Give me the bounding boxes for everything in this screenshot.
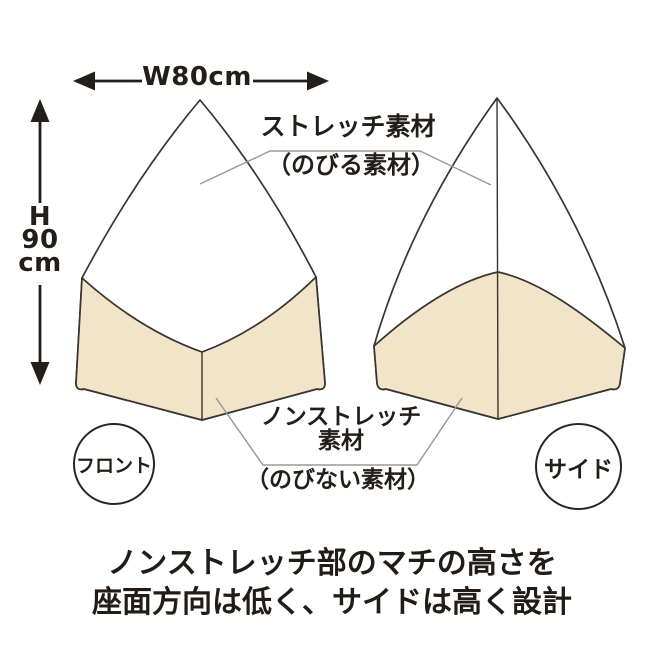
height-arrowhead-bottom-icon [30,362,50,385]
nonstretch-material-label: ノンストレッチ 素材 [260,404,422,454]
width-dimension-label: W80cm [142,62,252,92]
stretch-material-label: ストレッチ素材 [260,112,436,141]
front-view-shape [75,99,326,421]
height-dimension-arrow [30,99,50,385]
height-arrowhead-top-icon [30,99,50,122]
side-view-center-seam [496,98,499,419]
width-arrowhead-right-icon [307,71,329,91]
front-view-badge-label: フロント [75,454,152,477]
width-dimension-arrow [73,71,329,91]
side-view-nonstretch-panel [373,271,626,420]
bottom-caption-line1: ノンストレッチ部のマチの高さを [107,546,557,581]
side-view-shape [373,97,626,420]
front-view-nonstretch-panel [75,276,326,421]
side-view-badge: サイド [535,423,622,510]
nonstretch-material-sublabel: （のびない素材） [246,467,430,493]
height-dimension-label: H 90 cm [18,202,62,278]
bottom-caption: ノンストレッチ部のマチの高さを 座面方向は低く、サイドは高く設計 [0,544,664,622]
front-view-badge: フロント [73,423,155,505]
nonstretch-label-leader-line [215,397,463,466]
width-arrowhead-left-icon [73,71,95,91]
stretch-material-sublabel: （のびる素材） [267,151,435,179]
bottom-caption-line2: 座面方向は低く、サイドは高く設計 [92,585,572,620]
stretch-label-leader-line [199,150,492,186]
side-view-badge-label: サイド [544,456,613,483]
